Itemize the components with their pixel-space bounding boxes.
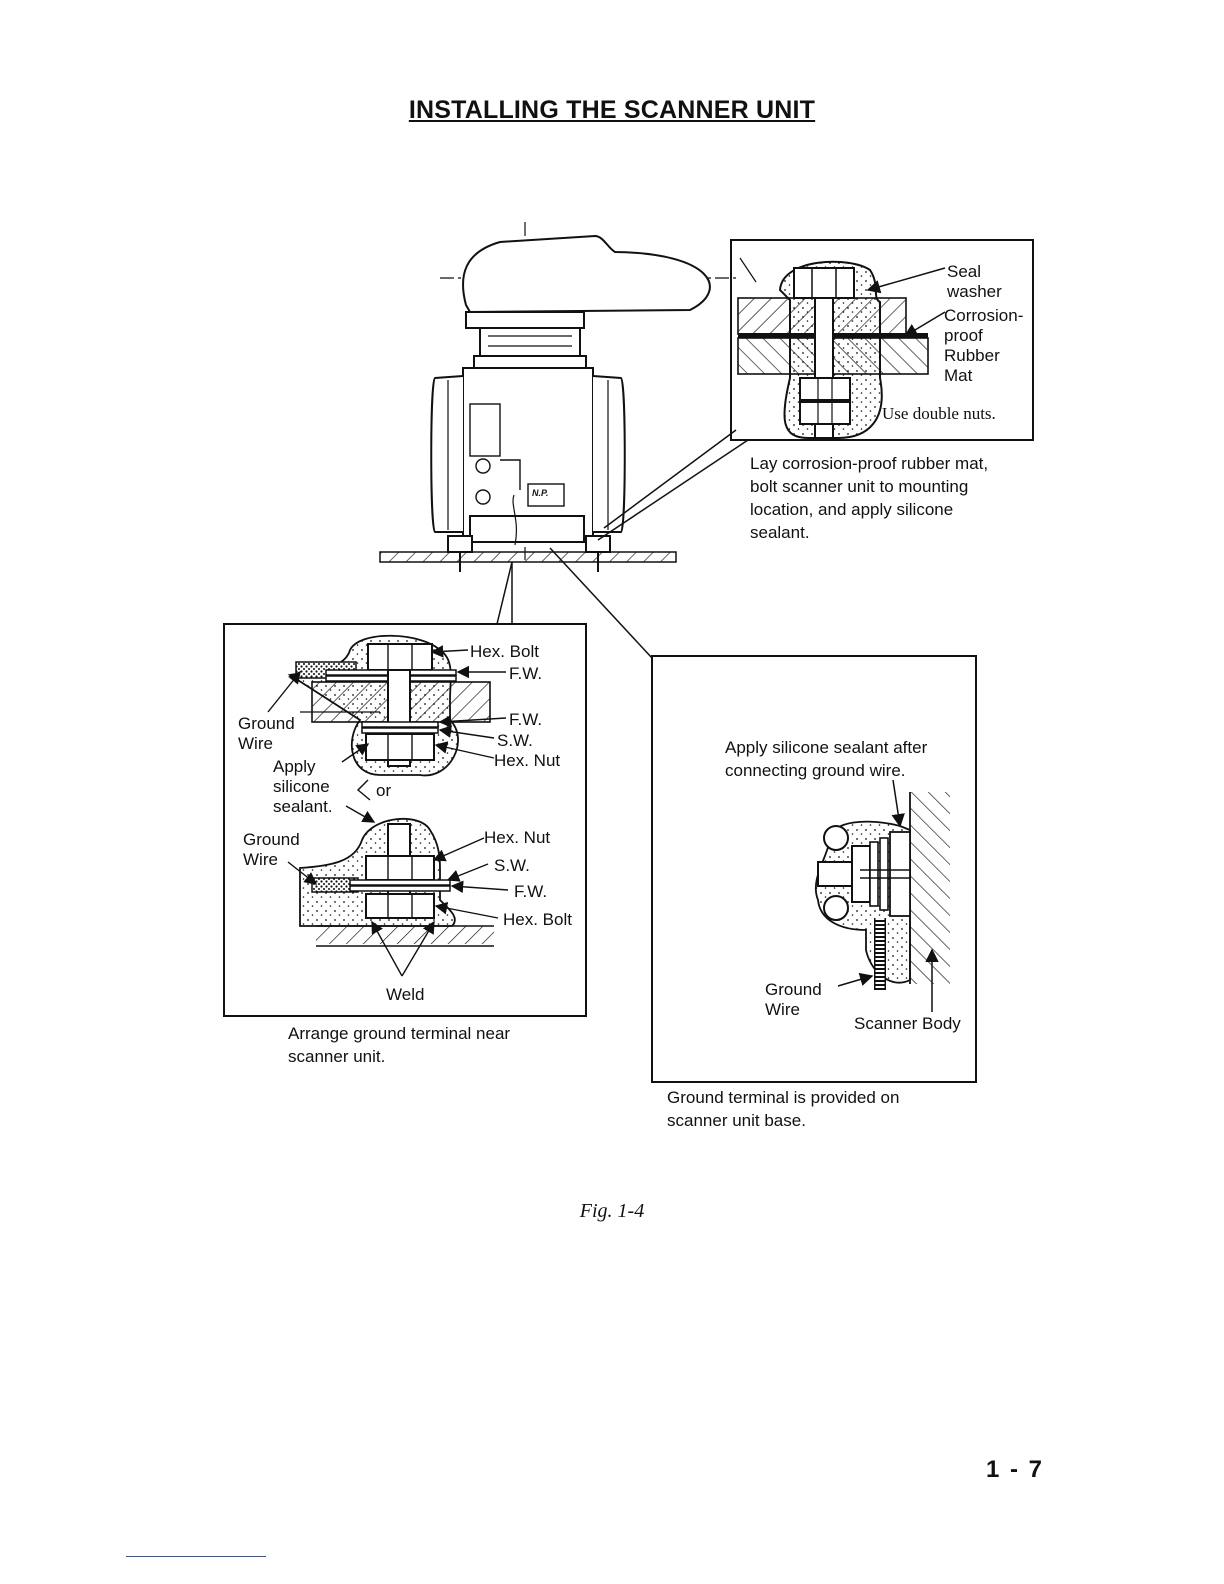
scanner-unit-drawing	[379, 222, 749, 659]
base-terminal-note: Apply silicone sealant after connecting …	[725, 738, 928, 780]
ground-terminal-detail-box	[223, 623, 587, 1017]
ground-terminal-caption: Arrange ground terminal near scanner uni…	[288, 1024, 511, 1066]
apply-sealant-label: Apply silicone sealant.	[273, 757, 333, 816]
mount-detail-caption: Lay corrosion-proof rubber mat, bolt sca…	[750, 454, 989, 542]
ground-wire-label-upper: Ground Wire	[238, 714, 295, 753]
footer-rule	[126, 1556, 266, 1557]
weld-label: Weld	[386, 985, 425, 1004]
base-terminal-caption: Ground terminal is provided on scanner u…	[667, 1088, 900, 1130]
fw-label-upper-bottom: F.W.	[509, 710, 543, 729]
hex-nut-label-lower: Hex. Nut	[484, 828, 551, 847]
sw-label-upper: S.W.	[497, 731, 533, 750]
seal-washer-label: Seal washer	[947, 262, 1002, 301]
fw-label-lower: F.W.	[514, 882, 548, 901]
nameplate-label: N.P.	[532, 488, 549, 498]
ground-wire-label-base: Ground Wire	[765, 980, 822, 1019]
base-terminal-detail-box	[651, 655, 977, 1083]
or-label: or	[376, 781, 392, 800]
figure-caption: Fig. 1-4	[579, 1200, 645, 1222]
scanner-body-label: Scanner Body	[854, 1014, 961, 1033]
mount-detail-box	[730, 239, 1034, 441]
ground-wire-label-lower: Ground Wire	[243, 830, 300, 869]
page-number: 1 - 7	[986, 1456, 1045, 1483]
fw-label-upper-top: F.W.	[509, 664, 543, 683]
sw-label-lower: S.W.	[494, 856, 530, 875]
hex-nut-label-upper: Hex. Nut	[494, 751, 561, 770]
page-title: INSTALLING THE SCANNER UNIT	[408, 96, 816, 124]
hex-bolt-label-upper: Hex. Bolt	[470, 642, 539, 661]
hex-bolt-label-lower: Hex. Bolt	[503, 910, 572, 929]
rubber-mat-label: Corrosion- proof Rubber Mat	[944, 306, 1024, 385]
double-nuts-label: Use double nuts.	[882, 404, 996, 423]
